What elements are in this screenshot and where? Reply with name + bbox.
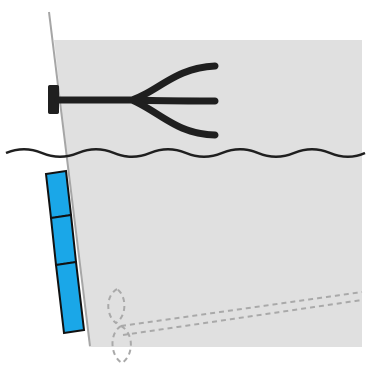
module-3 <box>54 260 86 335</box>
module-stack <box>44 169 86 335</box>
submerged-attachment <box>107 287 363 365</box>
module-2 <box>49 213 78 267</box>
module-1 <box>44 169 73 220</box>
attachment-line-upper <box>120 291 363 327</box>
waterline <box>5 148 366 158</box>
attachment-loop-upper <box>107 287 126 325</box>
cable-branch-middle <box>128 96 219 105</box>
cable-connector <box>48 85 59 114</box>
attachment-loop-lower <box>111 324 132 365</box>
panel-body <box>54 40 362 347</box>
cable-bundle <box>54 62 219 139</box>
attachment-line-lower <box>122 299 363 336</box>
cable-branch-lower <box>128 96 219 139</box>
panel-edge-line <box>48 11 91 347</box>
cable-branch-upper <box>128 62 219 104</box>
